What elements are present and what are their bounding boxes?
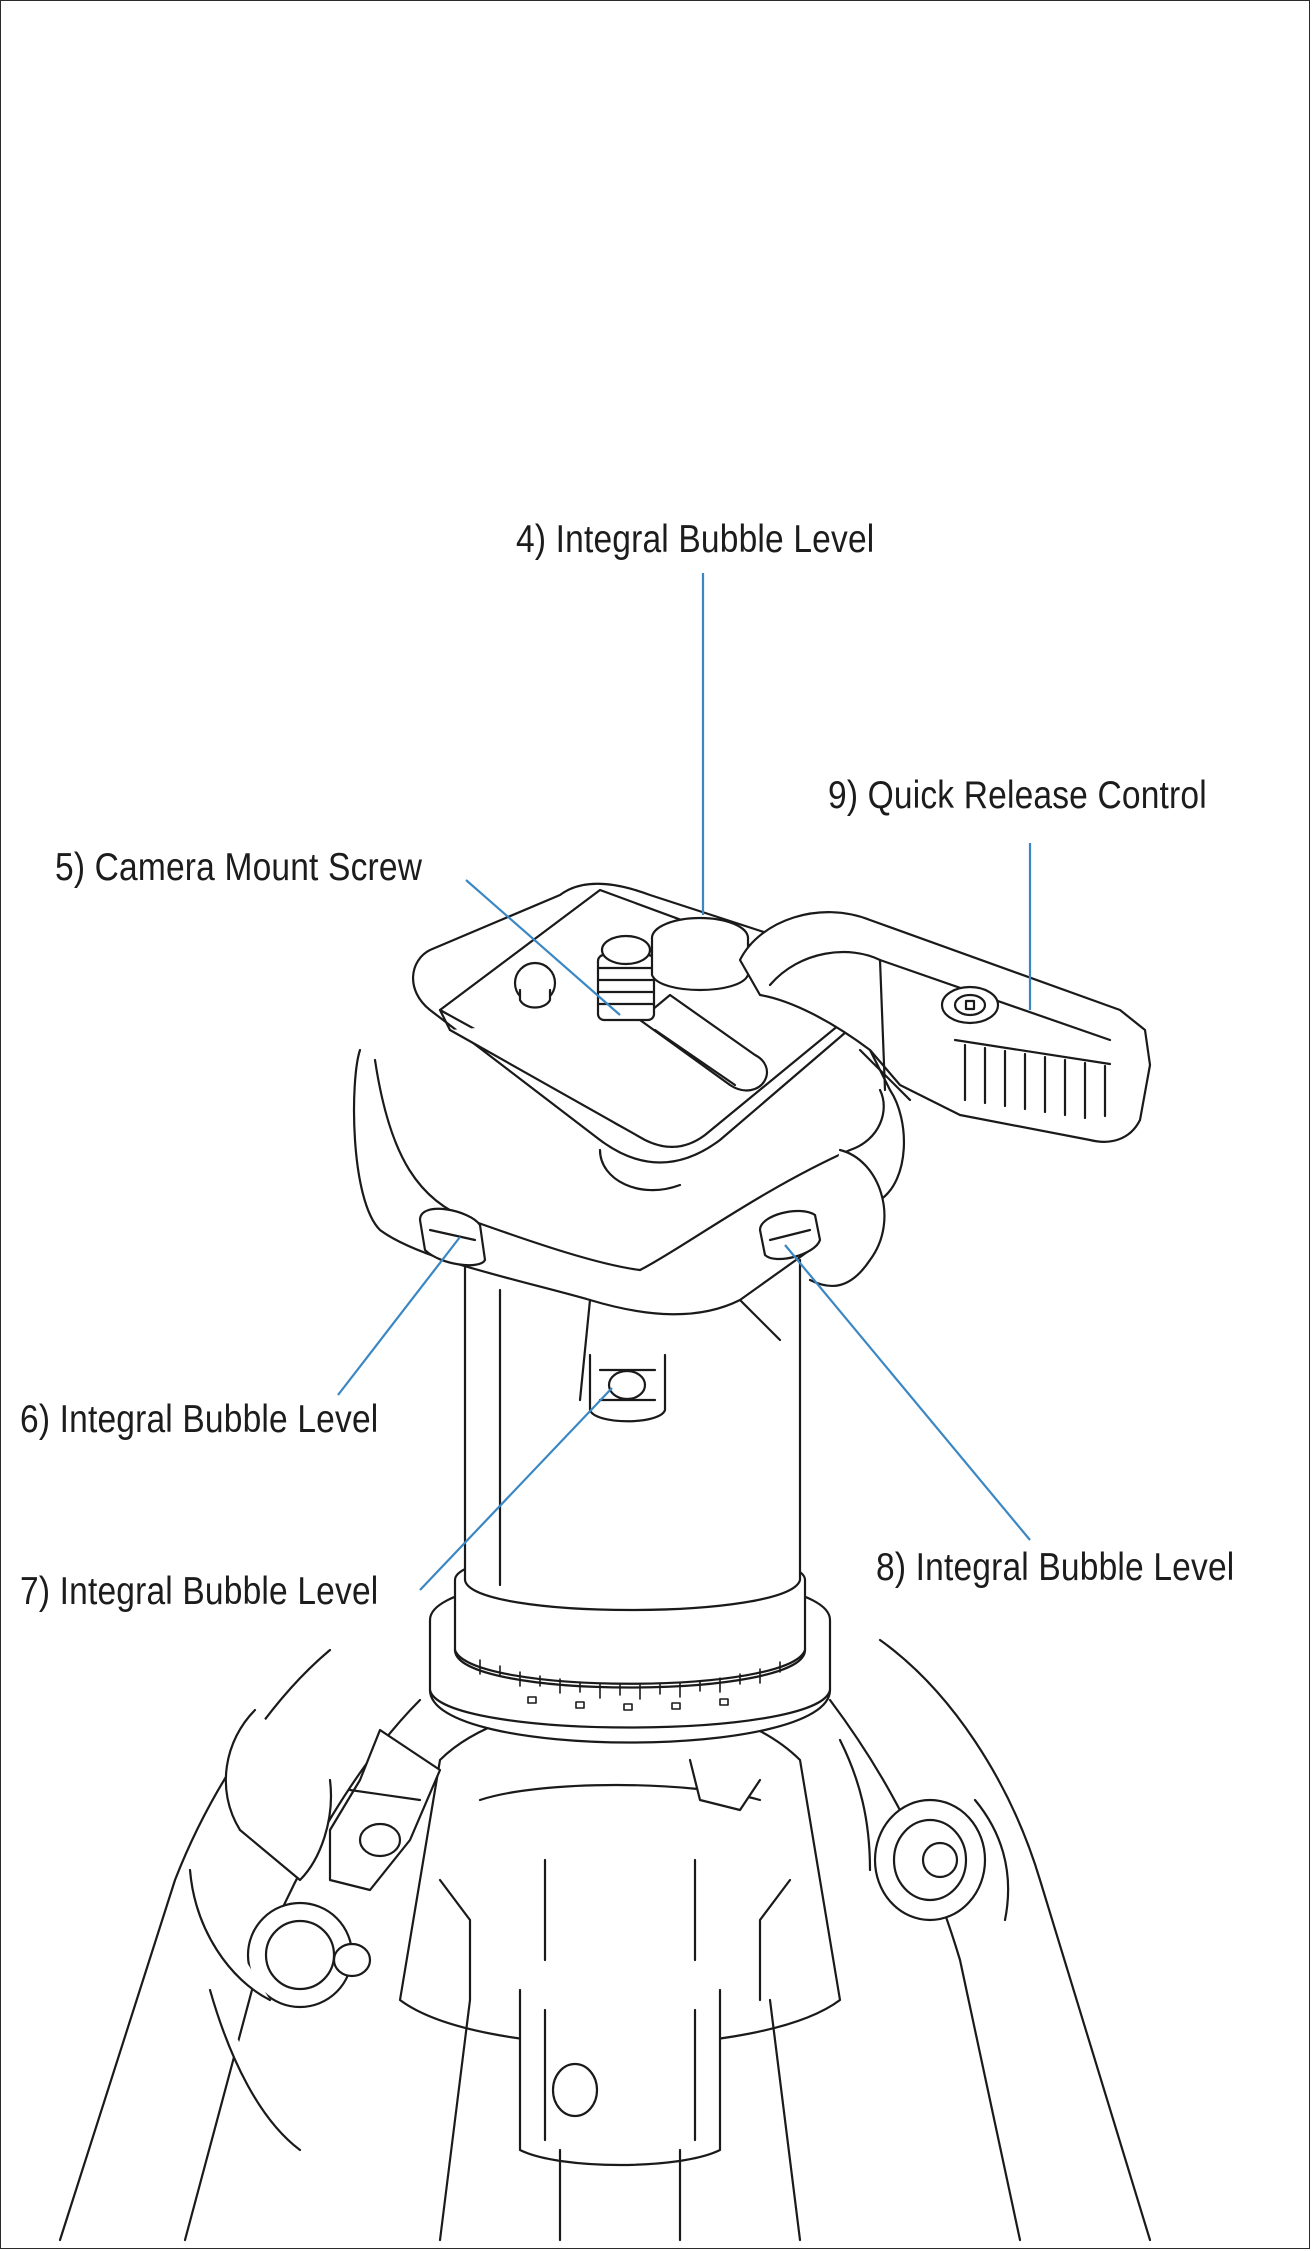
bubble-level-top <box>650 916 750 992</box>
callout-7-integral-bubble-level: 7) Integral Bubble Level <box>20 1570 379 1613</box>
tripod-center-column-base <box>398 1698 842 2242</box>
bubble-level-left <box>418 1207 487 1267</box>
leader-lines <box>337 573 1032 1591</box>
quick-release-lever <box>738 911 1152 1143</box>
bubble-level-right <box>758 1210 822 1260</box>
callout-8-integral-bubble-level: 8) Integral Bubble Level <box>876 1546 1235 1589</box>
leader-line-5 <box>465 879 621 1016</box>
bubble-level-front <box>588 1353 667 1423</box>
leader-line-8 <box>784 1244 1031 1541</box>
leader-line-6 <box>337 1236 461 1396</box>
tripod-leg-left <box>58 1648 422 2242</box>
head-column <box>463 1258 802 1612</box>
callout-4-integral-bubble-level: 4) Integral Bubble Level <box>516 518 875 561</box>
callout-9-quick-release-control: 9) Quick Release Control <box>828 774 1207 817</box>
leader-line-7 <box>419 1387 613 1591</box>
tripod-leg-right <box>828 1638 1152 2242</box>
leg-lock-bracket-left <box>328 1728 762 1892</box>
panning-scale-ticks <box>479 1659 781 1711</box>
callout-6-integral-bubble-level: 6) Integral Bubble Level <box>20 1398 379 1441</box>
callout-5-camera-mount-screw: 5) Camera Mount Screw <box>55 846 423 889</box>
